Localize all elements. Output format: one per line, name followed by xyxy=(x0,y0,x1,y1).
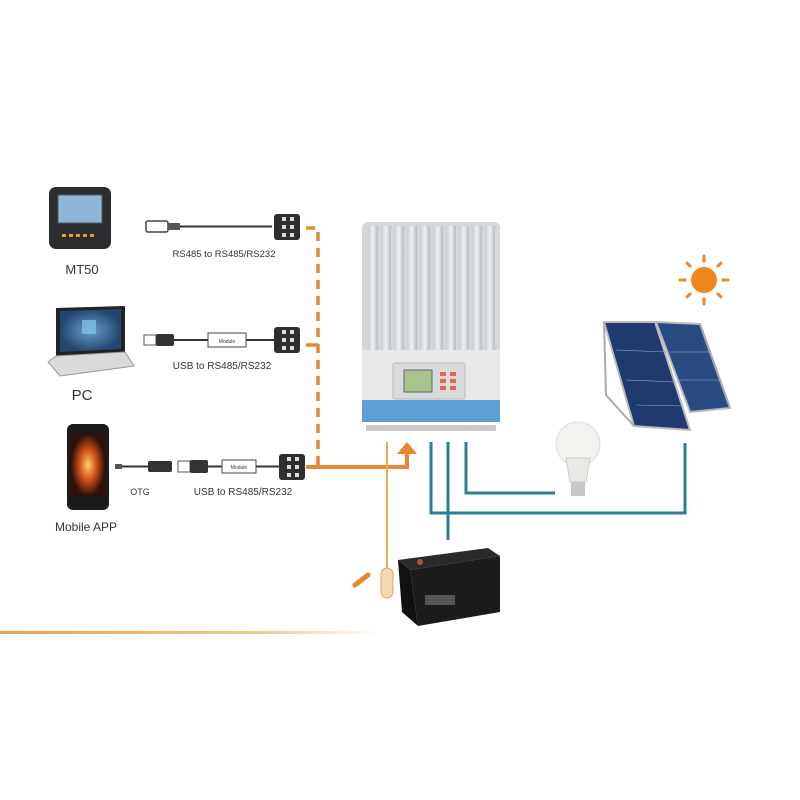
pc-label: PC xyxy=(72,387,93,404)
mt50-remote-meter xyxy=(49,187,111,249)
pc-cable-label: USB to RS485/RS232 xyxy=(173,361,272,372)
usb-module-cable-pc xyxy=(143,327,300,353)
power-lines xyxy=(429,442,687,540)
pc-laptop xyxy=(47,306,135,377)
communication-lines xyxy=(306,226,417,580)
rs485-cable xyxy=(145,214,300,240)
mobile-phone xyxy=(67,424,109,510)
solar-panels xyxy=(602,320,732,432)
mobile-cable-label: USB to RS485/RS232 xyxy=(194,487,293,498)
mt50-cable-label: RS485 to RS485/RS232 xyxy=(173,249,276,260)
battery xyxy=(398,548,500,626)
mobile-module-label: Module xyxy=(231,465,248,471)
bottom-accent-line xyxy=(0,631,380,634)
solar-charge-controller xyxy=(362,222,500,431)
otg-label: OTG xyxy=(130,487,150,497)
mt50-label: MT50 xyxy=(65,262,98,277)
sun-icon xyxy=(678,254,730,306)
pc-module-label: Module xyxy=(219,339,236,345)
otg-usb-module-cable-mobile xyxy=(115,454,305,480)
mobile-label: Mobile APP xyxy=(55,520,117,534)
temperature-sensor xyxy=(352,567,394,599)
load-light-bulb xyxy=(555,421,601,496)
